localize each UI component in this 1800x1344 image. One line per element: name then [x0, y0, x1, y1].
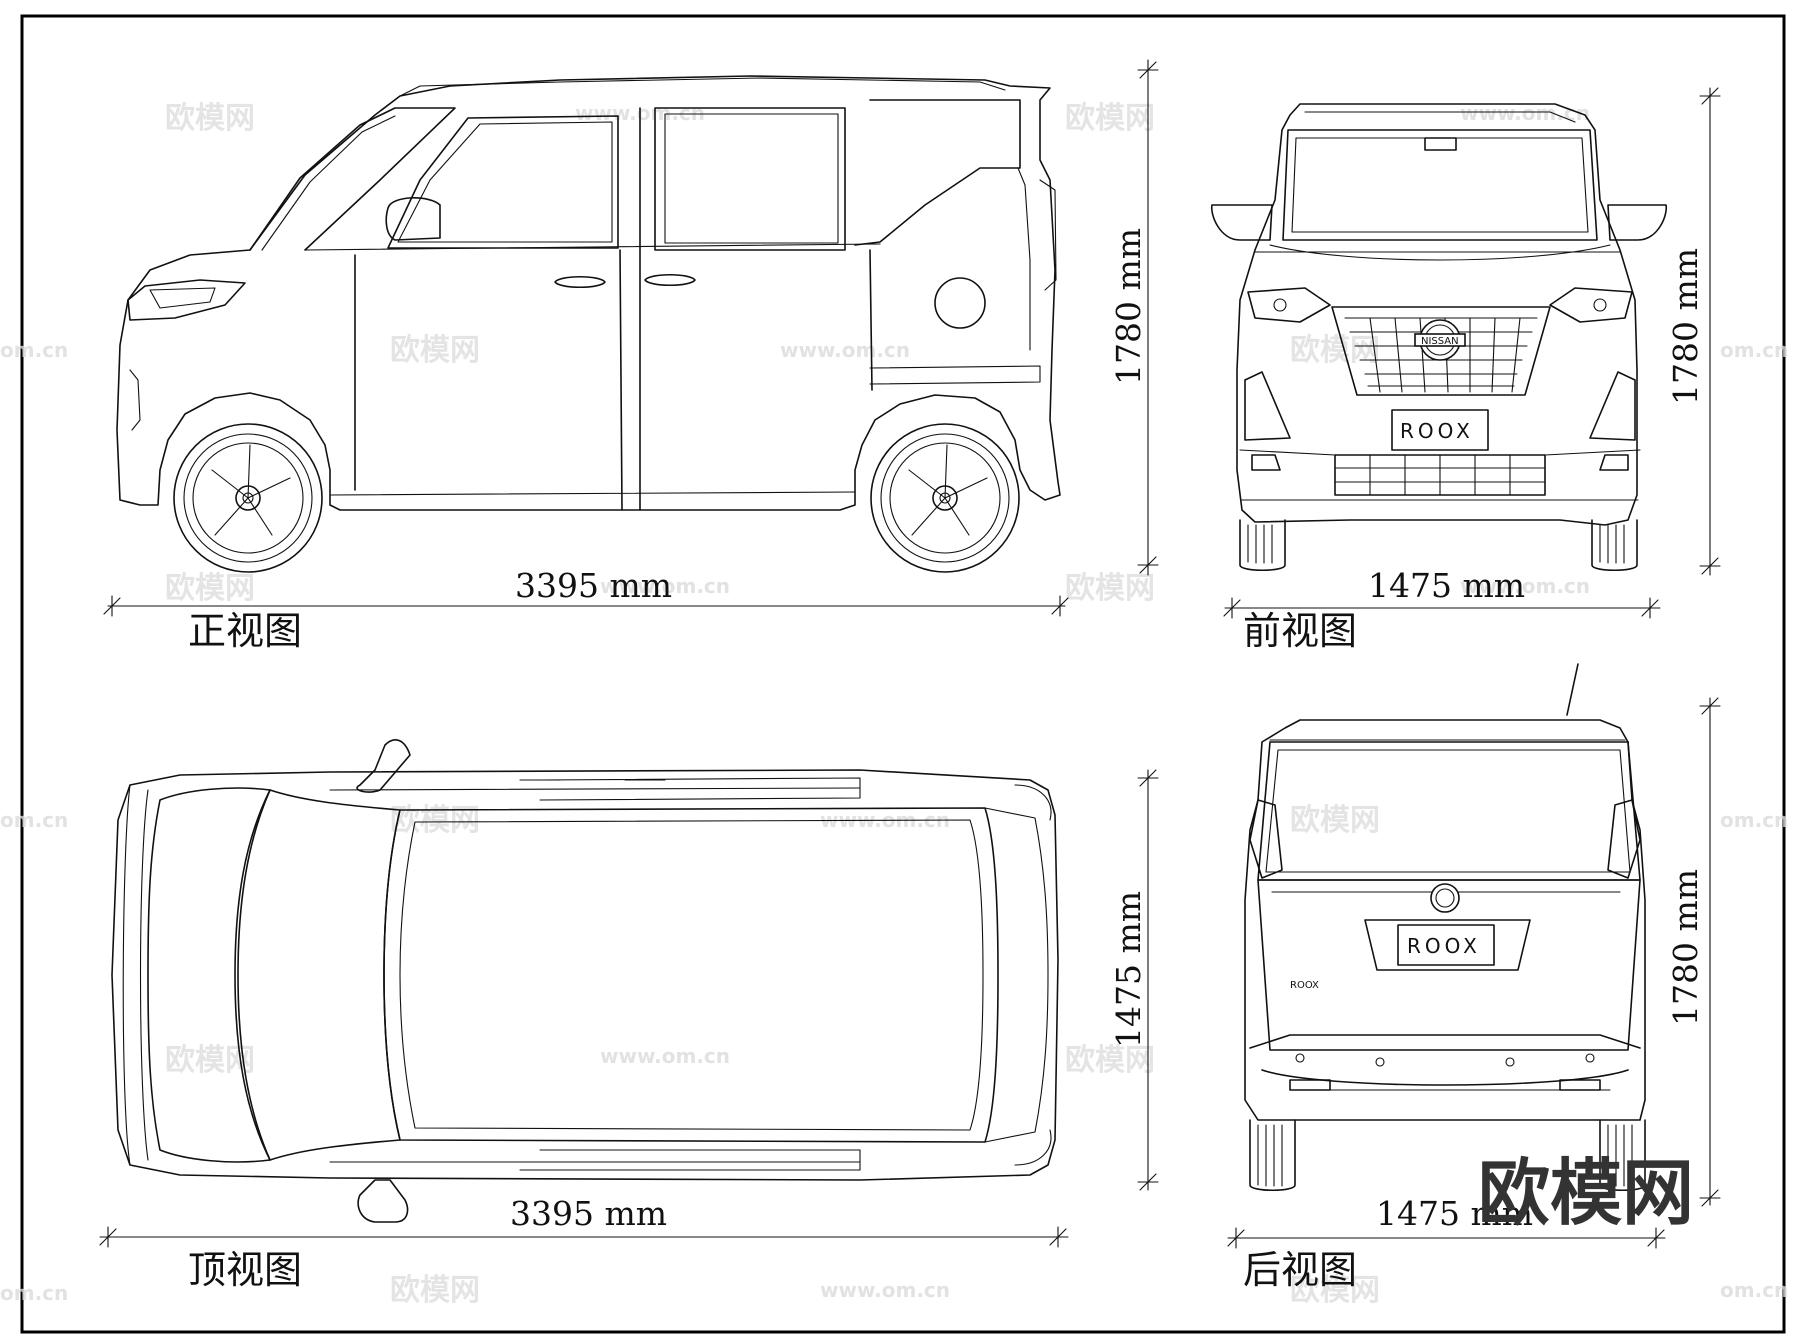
rear-height-label: 1780 mm [1666, 869, 1705, 1026]
front-view-car-outline: NISSAN ROOX [1211, 103, 1667, 526]
svg-text:om.cn: om.cn [0, 1281, 68, 1305]
svg-text:欧模网: 欧模网 [1065, 1043, 1155, 1078]
rear-plate-text: ROOX [1407, 934, 1481, 958]
front-tires [1239, 519, 1638, 572]
front-brand-badge: NISSAN [1421, 336, 1459, 347]
rear-view: ROOX ROOX 1475 [1227, 663, 1721, 1292]
side-rear-wheel [870, 423, 1020, 573]
side-height-dimension [1137, 59, 1159, 576]
top-view-title: 顶视图 [188, 1248, 302, 1292]
front-plate-text: ROOX [1400, 419, 1474, 443]
top-width-dimension [1137, 769, 1159, 1191]
front-height-dimension [1699, 87, 1721, 576]
side-front-wheel [173, 423, 323, 573]
svg-text:欧模网: 欧模网 [390, 1273, 480, 1308]
top-view-car-outline [111, 769, 1059, 1181]
side-view-car-outline [116, 75, 1061, 511]
brand-watermark: 欧模网 [1478, 1151, 1694, 1235]
rear-view-car-outline: ROOX ROOX [1244, 663, 1646, 1121]
svg-text:www.om.cn: www.om.cn [1460, 574, 1590, 598]
side-length-label: 3395 mm [515, 566, 672, 605]
front-width-label: 1475 mm [1368, 566, 1525, 605]
front-width-dimension [1223, 597, 1661, 619]
top-view: 3395 mm 1475 mm 顶视图 [99, 739, 1159, 1292]
svg-text:欧模网: 欧模网 [1065, 101, 1155, 136]
svg-text:om.cn: om.cn [0, 808, 68, 832]
svg-text:欧模网: 欧模网 [1065, 571, 1155, 606]
rear-view-title: 后视图 [1243, 1248, 1357, 1292]
side-view-title: 正视图 [188, 609, 302, 653]
rear-height-dimension [1699, 697, 1721, 1207]
svg-text:欧模网: 欧模网 [165, 101, 255, 136]
side-length-dimension [103, 595, 1069, 617]
side-height-label: 1780 mm [1109, 228, 1148, 385]
svg-text:www.om.cn: www.om.cn [780, 338, 910, 362]
svg-text:om.cn: om.cn [1720, 338, 1788, 362]
front-view: NISSAN ROOX [1211, 87, 1721, 653]
svg-text:欧模网: 欧模网 [1290, 1273, 1380, 1308]
svg-text:www.om.cn: www.om.cn [600, 1044, 730, 1068]
top-width-label: 1475 mm [1109, 891, 1148, 1048]
svg-text:om.cn: om.cn [1720, 808, 1788, 832]
sheet-border [20, 14, 1786, 1334]
svg-text:欧模网: 欧模网 [165, 571, 255, 606]
top-length-dimension [99, 1226, 1069, 1248]
svg-text:欧模网: 欧模网 [390, 333, 480, 368]
side-view: 3395 mm 1780 mm 正视图 [103, 59, 1159, 653]
svg-text:www.om.cn: www.om.cn [820, 1278, 950, 1302]
rear-width-dimension [1227, 1227, 1666, 1249]
top-length-label: 3395 mm [510, 1194, 667, 1233]
watermark-layer: 欧模网 www.om.cn 欧模网 www.om.cn om.cn 欧模网 ww… [0, 101, 1788, 1308]
rear-width-label: 1475 mm [1376, 1194, 1533, 1233]
front-height-label: 1780 mm [1666, 248, 1705, 405]
svg-text:欧模网: 欧模网 [1290, 803, 1380, 838]
rear-tires [1249, 1119, 1646, 1192]
svg-text:www.om.cn: www.om.cn [600, 574, 730, 598]
svg-text:om.cn: om.cn [0, 338, 68, 362]
front-view-title: 前视图 [1243, 609, 1357, 653]
svg-text:www.om.cn: www.om.cn [1460, 101, 1590, 125]
svg-text:om.cn: om.cn [1720, 1278, 1788, 1302]
svg-text:欧模网: 欧模网 [1290, 333, 1380, 368]
rear-small-badge: ROOX [1290, 980, 1319, 991]
top-side-mirrors [356, 739, 411, 1223]
svg-text:欧模网: 欧模网 [390, 803, 480, 838]
